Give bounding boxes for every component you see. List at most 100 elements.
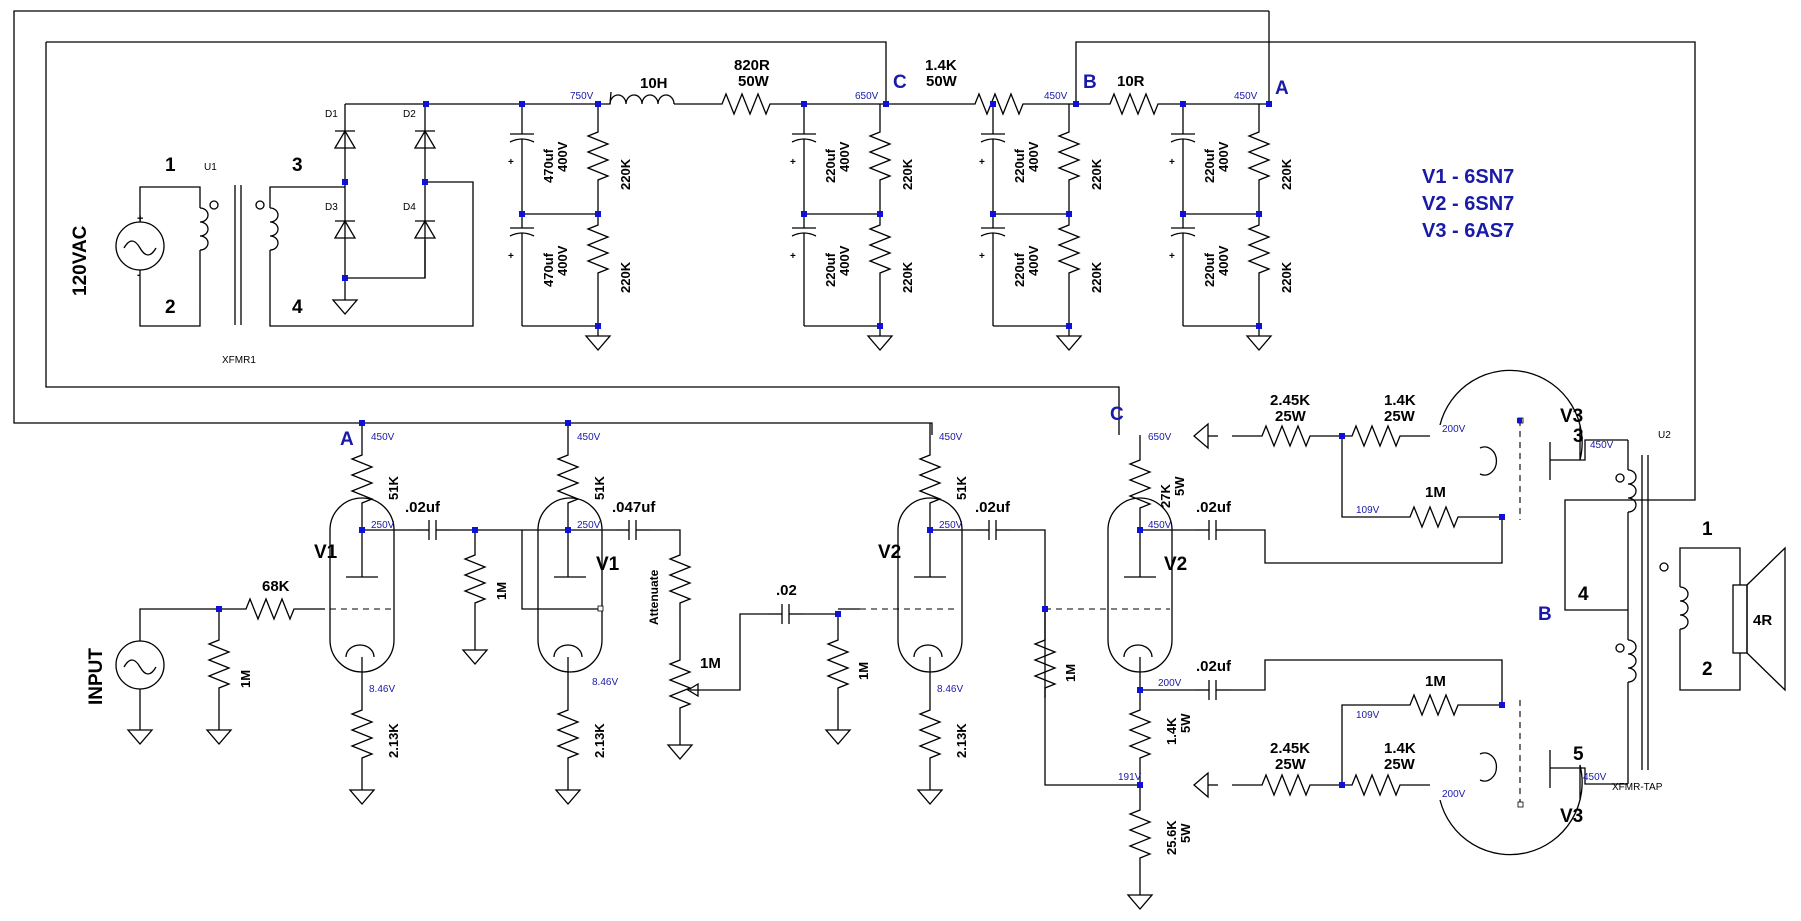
v3-b1: 109V <box>1356 505 1380 516</box>
xfmr-pin-1: 1 <box>165 155 176 176</box>
u2-pin-3: 3 <box>1573 426 1584 447</box>
r-grid-4: 1M <box>1063 664 1078 682</box>
v-650-bot: 650V <box>1148 432 1172 443</box>
power-supply: + - 120VAC 1 2 3 4 U1 XFMR1 D1 D2 <box>13 10 1696 501</box>
speaker-icon <box>1732 584 1748 654</box>
r10-label: 10R <box>1117 73 1145 90</box>
svg-text:+: + <box>790 157 796 168</box>
r820-label: 820R <box>734 57 770 74</box>
vk-1: 8.46V <box>369 684 395 695</box>
u2-pin-5: 5 <box>1573 744 1584 765</box>
tube-v1-label: V1 <box>314 542 338 563</box>
bleed-4: 220K <box>900 261 915 293</box>
amplifier: INPUT 1M 68K V1 2.13K 8.46V 51K 450V 250… <box>86 369 1786 910</box>
cap-3-v: 400V <box>837 141 852 172</box>
r820-power: 50W <box>738 73 770 90</box>
cap-6: 220uf <box>1012 252 1027 287</box>
bleed-5: 220K <box>1089 158 1104 190</box>
rg245-1: 2.45K <box>1270 392 1310 409</box>
cout1-label: .02uf <box>1196 499 1232 516</box>
cap-5-v: 400V <box>1026 141 1041 172</box>
mains-label: 120VAC <box>70 225 91 296</box>
r27k-p: 5W <box>1172 476 1187 496</box>
vk-4: 200V <box>1158 678 1182 689</box>
tube-v3a-label: V3 <box>1560 406 1583 427</box>
cap-2: 470uf <box>541 252 556 287</box>
v-xf2: 450V <box>1583 772 1607 783</box>
net-b-bot: B <box>1538 604 1552 625</box>
rg245-2-p: 25W <box>1275 756 1307 773</box>
tube-v2-label: V2 <box>878 542 901 563</box>
input-label: INPUT <box>86 648 107 705</box>
cap-7-v: 400V <box>1216 141 1231 172</box>
bleed-7: 220K <box>1279 158 1294 190</box>
diode-d3: D3 <box>325 202 338 213</box>
r-grid-3: 1M <box>856 662 871 680</box>
svg-text:+: + <box>979 157 985 168</box>
v3-b2: 109V <box>1356 710 1380 721</box>
cout2-label: .02uf <box>1196 658 1232 675</box>
sec-pin-1: 1 <box>1702 519 1713 540</box>
r-grid-1: 1M <box>238 670 253 688</box>
svg-text:+: + <box>790 251 796 262</box>
r256k-p: 5W <box>1178 823 1193 843</box>
bleed-3: 220K <box>900 158 915 190</box>
vpl-3: 250V <box>939 520 963 531</box>
r-grid-2: 1M <box>494 582 509 600</box>
r-in-label: 68K <box>262 578 290 595</box>
tube-v1b-label: V1 <box>596 554 620 575</box>
load-label: 4R <box>1753 612 1772 629</box>
tube-v2b <box>1107 497 1173 673</box>
xfmr-pin-3: 3 <box>292 155 303 176</box>
legend-v2: V2 - 6SN7 <box>1422 193 1514 215</box>
rg14-1: 1.4K <box>1384 392 1416 409</box>
net-a-bot: A <box>340 429 354 450</box>
bleed-1: 220K <box>618 158 633 190</box>
cap-4-v: 400V <box>837 245 852 276</box>
net-c-top: C <box>893 72 907 93</box>
cap-7: 220uf <box>1202 148 1217 183</box>
v-450a: 450V <box>1044 91 1068 102</box>
c4-label: .02uf <box>975 499 1011 516</box>
tube-v2b-label: V2 <box>1164 554 1187 575</box>
tube-legend: V1 - 6SN7 V2 - 6SN7 V3 - 6AS7 <box>1422 166 1514 242</box>
tube-v3a <box>1439 369 1583 461</box>
tube-v3b <box>1439 764 1583 856</box>
rp-2: 51K <box>592 476 607 500</box>
sec-pin-2: 2 <box>1702 659 1713 680</box>
rk-3: 2.13K <box>954 723 969 758</box>
v3-g1: 200V <box>1442 424 1466 435</box>
vk-2: 8.46V <box>592 677 618 688</box>
vp-2: 450V <box>577 432 601 443</box>
c3-label: .02 <box>776 582 797 599</box>
diode-d4: D4 <box>403 202 416 213</box>
bleed-8: 220K <box>1279 261 1294 293</box>
rbias-2: 1M <box>1425 673 1446 690</box>
vpl-1: 250V <box>371 520 395 531</box>
svg-text:+: + <box>1169 157 1175 168</box>
cap-4: 220uf <box>823 252 838 287</box>
cap-8-v: 400V <box>1216 245 1231 276</box>
rg245-2: 2.45K <box>1270 740 1310 757</box>
rk-2: 2.13K <box>592 723 607 758</box>
cap-6-v: 400V <box>1026 245 1041 276</box>
input-source-icon <box>115 640 165 690</box>
u2-pin-4: 4 <box>1578 584 1589 605</box>
choke-label: 10H <box>640 75 668 92</box>
bleed-2: 220K <box>618 261 633 293</box>
tube-v3b-label: V3 <box>1560 806 1583 827</box>
r14k-label: 1.4K <box>925 57 957 74</box>
v-xf1: 450V <box>1590 440 1614 451</box>
xfmr-name: U1 <box>204 162 217 173</box>
v-650: 650V <box>855 91 879 102</box>
rp-3: 51K <box>954 476 969 500</box>
net-c-bot: C <box>1110 404 1124 425</box>
c2-label: .047uf <box>612 499 656 516</box>
cap-3: 220uf <box>823 148 838 183</box>
tube-v1b <box>537 497 603 673</box>
vpl-4: 450V <box>1148 520 1172 531</box>
r256k: 25.6K <box>1164 820 1179 855</box>
v-750: 750V <box>570 91 594 102</box>
r27k: 27K <box>1158 484 1173 508</box>
tube-v1a <box>329 497 395 673</box>
